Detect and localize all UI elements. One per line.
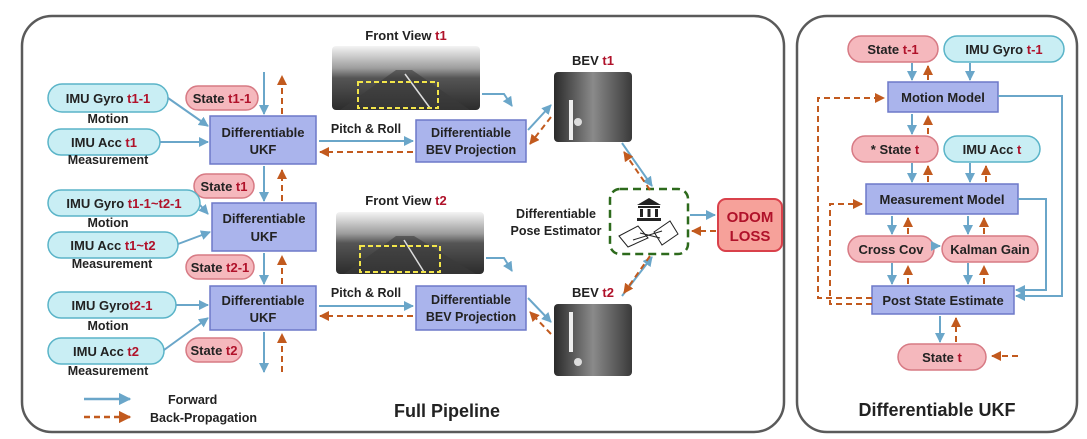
bank-icon — [637, 198, 661, 221]
svg-text:Measurement Model: Measurement Model — [880, 192, 1005, 207]
measurement-label: Measurement — [72, 257, 153, 271]
svg-text:LOSS: LOSS — [730, 228, 771, 245]
motion-label: Motion — [88, 112, 129, 126]
ukf-block — [211, 202, 317, 252]
bev-t2-image — [554, 304, 632, 376]
ukf-block — [209, 115, 317, 165]
motion-label: Motion — [88, 216, 129, 230]
svg-text:UKF: UKF — [251, 229, 278, 244]
state-t-1-label: State t-1 — [867, 42, 918, 57]
imu-acc-label: IMU Acc t1~t2 — [70, 238, 155, 253]
motion-model-block — [887, 81, 999, 113]
state-t2-1-label: State t2-1 — [191, 260, 250, 275]
legend-forward: Forward — [168, 393, 217, 407]
row-2: State t1 IMU Gyro t1-1~t2-1 Motion IMU A… — [47, 173, 317, 271]
svg-text:BEV Projection: BEV Projection — [426, 143, 516, 157]
ukf-block — [209, 285, 317, 331]
state-t2-label: State t2 — [191, 343, 238, 358]
front-view-t1-label: Front View t1 — [365, 28, 446, 43]
pitch-roll-label: Pitch & Roll — [331, 286, 401, 300]
backprop-arrows — [277, 75, 716, 372]
front-view-t2-label: Front View t2 — [365, 193, 446, 208]
camera-planes-icon — [618, 220, 679, 248]
measurement-label: Measurement — [68, 153, 149, 167]
bev-projection-block — [415, 285, 527, 331]
svg-text:Differentiable: Differentiable — [222, 211, 305, 226]
imu-gyro-label: IMU Gyro t1-1~t2-1 — [66, 196, 181, 211]
bev-t2-label: BEV t2 — [572, 285, 614, 300]
svg-text:BEV Projection: BEV Projection — [426, 310, 516, 324]
cross-cov-label: Cross Cov — [858, 242, 924, 257]
post-state-estimate-block — [871, 285, 1015, 315]
ukf-panel-title: Differentiable UKF — [858, 400, 1015, 420]
svg-text:Pose Estimator: Pose Estimator — [510, 224, 601, 238]
svg-text:UKF: UKF — [250, 142, 277, 157]
svg-text:Motion Model: Motion Model — [901, 90, 985, 105]
ukf-panel — [795, 14, 1079, 434]
full-pipeline-title: Full Pipeline — [394, 401, 500, 421]
state-t1-1-label: State t1-1 — [193, 91, 252, 106]
motion-label: Motion — [88, 319, 129, 333]
imu-acc-t-label: IMU Acc t — [963, 142, 1022, 157]
pose-estimator-label: Differentiable — [516, 207, 596, 221]
svg-text:Post State Estimate: Post State Estimate — [882, 293, 1003, 308]
imu-gyro-label: IMU Gyro t1-1 — [66, 91, 151, 106]
svg-text:Differentiable: Differentiable — [221, 293, 304, 308]
bev-projection-block — [415, 119, 527, 163]
forward-arrows — [160, 72, 716, 373]
odom-loss-block — [717, 198, 783, 252]
legend-backprop: Back-Propagation — [150, 411, 257, 425]
front-view-t1-image — [332, 46, 480, 110]
imu-gyro-label: IMU Gyrot2-1 — [72, 298, 153, 313]
front-view-t2-image — [336, 212, 484, 274]
imu-gyro-t-1-label: IMU Gyro t-1 — [965, 42, 1042, 57]
bev-t1-label: BEV t1 — [572, 53, 614, 68]
svg-text:Differentiable: Differentiable — [431, 293, 511, 307]
state-t-label: State t — [922, 350, 962, 365]
imu-acc-label: IMU Acc t2 — [73, 344, 139, 359]
svg-text:UKF: UKF — [250, 310, 277, 325]
imu-acc-label: IMU Acc t1 — [71, 135, 137, 150]
row-1: State t1-1 IMU Gyro t1-1 Motion IMU Acc … — [47, 83, 527, 167]
kalman-gain-label: Kalman Gain — [950, 242, 1030, 257]
svg-text:Differentiable: Differentiable — [431, 126, 511, 140]
state-t1-label: State t1 — [201, 179, 248, 194]
measurement-label: Measurement — [68, 364, 149, 378]
ukf-detail: State t-1 IMU Gyro t-1 Motion Model * St… — [817, 35, 1065, 420]
pitch-roll-label: Pitch & Roll — [331, 122, 401, 136]
svg-text:ODOM: ODOM — [727, 209, 774, 226]
legend: Forward Back-Propagation — [84, 392, 257, 425]
row-3: State t2-1 IMU Gyrot2-1 Motion IMU Acc t… — [47, 254, 527, 378]
svg-text:Differentiable: Differentiable — [221, 125, 304, 140]
predicted-state-label: * State t — [871, 142, 920, 157]
bev-t1-image — [554, 72, 632, 142]
